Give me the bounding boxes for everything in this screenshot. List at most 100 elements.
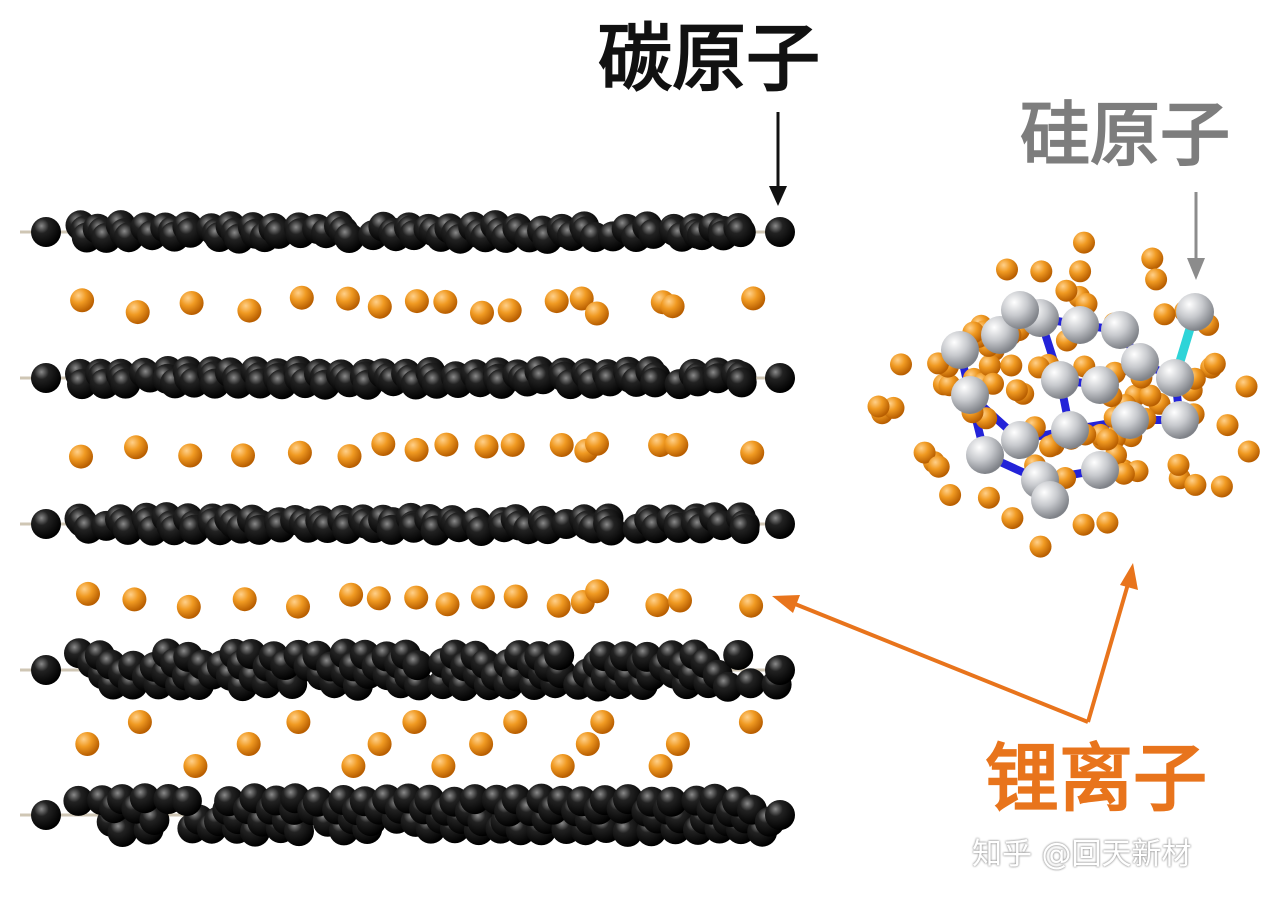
silicon-atom — [1081, 451, 1119, 489]
lithium-ion — [231, 443, 255, 468]
silicon-atom — [1001, 291, 1039, 329]
carbon-layer — [20, 502, 795, 546]
lithium-ion — [1029, 535, 1052, 558]
carbon-atom — [129, 783, 160, 814]
lithium-ion — [1141, 247, 1164, 270]
lithium-ion — [1153, 303, 1176, 326]
lithium-ion — [1139, 384, 1162, 407]
lithium-ion — [127, 710, 152, 734]
lithium-ion — [366, 586, 391, 611]
carbon-layer — [20, 638, 795, 702]
lithium-ion — [474, 434, 499, 459]
carbon-atom — [334, 223, 365, 253]
silicon-atom — [1081, 366, 1119, 404]
lithium-ion — [1000, 354, 1023, 377]
silicon-atom — [1161, 401, 1199, 439]
lithium-ion — [125, 300, 150, 325]
lithium-ion — [70, 288, 95, 313]
silicon-atom — [1111, 401, 1149, 439]
lithium-ion — [546, 593, 571, 618]
lithium-ion-label: 锂离子 — [985, 736, 1207, 822]
lithium-ion — [645, 593, 670, 618]
silicon-atom — [966, 436, 1004, 474]
lithium-ion — [404, 289, 429, 314]
lithium-ion — [335, 286, 360, 311]
lithium-ion — [470, 585, 495, 610]
silicon-atom — [1156, 359, 1194, 397]
lithium-ion — [939, 484, 962, 506]
silicon-atom-label: 硅原子 — [1020, 94, 1230, 176]
carbon-atom — [107, 817, 138, 847]
lithium-ion — [503, 584, 528, 609]
lithium-ion — [176, 594, 201, 619]
lithium-ion — [738, 710, 763, 734]
lithium-ion — [339, 582, 364, 607]
lithium-ion — [590, 710, 615, 734]
lithium-layer — [70, 285, 766, 326]
lithium-ion — [668, 588, 692, 613]
lithium-ion — [434, 432, 459, 457]
carbon-atom — [402, 650, 433, 681]
carbon-atom — [712, 671, 743, 702]
carbon-atom — [729, 514, 760, 544]
lithium-ion — [1001, 507, 1024, 530]
lithium-ion — [867, 395, 890, 418]
graphite-layers — [20, 210, 795, 847]
lithium-ion — [584, 301, 609, 326]
lithium-ion — [1096, 511, 1119, 534]
carbon-atom — [31, 509, 61, 539]
carbon-atom — [765, 800, 795, 830]
lithium-ion — [237, 298, 262, 323]
lithium-ion — [1055, 279, 1078, 302]
carbon-atom — [765, 509, 795, 539]
lithium-arrows — [772, 563, 1138, 724]
silicon-atom — [1121, 343, 1159, 381]
silicon-atom — [1101, 311, 1139, 349]
carbon-atom — [765, 655, 795, 685]
lithium-ion — [996, 258, 1018, 281]
lithium-ion — [75, 732, 100, 756]
lithium-ion — [1069, 260, 1092, 283]
carbon-atom — [612, 816, 643, 847]
lithium-ion — [913, 441, 936, 464]
silicon-cluster — [867, 231, 1260, 558]
lithium-ion — [585, 431, 609, 456]
lithium-ion — [435, 592, 460, 617]
lithium-ion — [1054, 467, 1077, 489]
lithium-ion — [1073, 231, 1095, 254]
silicon-atom — [1001, 421, 1039, 459]
carbon-layer — [20, 210, 795, 254]
lithium-ion — [1235, 375, 1258, 398]
lithium-ion — [183, 754, 208, 778]
lithium-ion — [1072, 513, 1095, 536]
lithium-ion — [232, 587, 257, 612]
lithium-ion — [404, 585, 429, 610]
lithium-ion — [1203, 352, 1226, 375]
lithium-ion — [69, 444, 93, 469]
carbon-atom — [31, 363, 61, 393]
lithium-ion — [236, 732, 261, 756]
lithium-layer — [76, 579, 764, 619]
watermark: 知乎 @回天新材 — [972, 837, 1192, 872]
lithium-ion — [549, 433, 574, 457]
lithium-ion — [978, 354, 1001, 377]
lithium-ion — [1096, 428, 1119, 451]
lithium-ion — [122, 587, 147, 612]
lithium-ion — [1005, 379, 1028, 402]
lithium-ion — [367, 294, 392, 319]
carbon-atom — [640, 367, 671, 398]
lithium-layer — [69, 431, 765, 469]
carbon-layer — [20, 783, 795, 847]
carbon-atom — [725, 217, 756, 248]
silicon-atom — [1176, 293, 1214, 331]
lithium-ion — [287, 440, 312, 465]
lithium-ion — [1030, 260, 1053, 283]
silicon-arrow — [1187, 192, 1205, 280]
lithium-ion — [286, 710, 311, 734]
carbon-atom-label: 碳原子 — [598, 16, 820, 102]
lithium-ion — [337, 444, 362, 469]
silicon-atom — [1061, 306, 1099, 344]
lithium-ion — [1145, 268, 1168, 291]
lithium-ion — [402, 710, 427, 734]
lithium-ion — [1237, 440, 1260, 463]
